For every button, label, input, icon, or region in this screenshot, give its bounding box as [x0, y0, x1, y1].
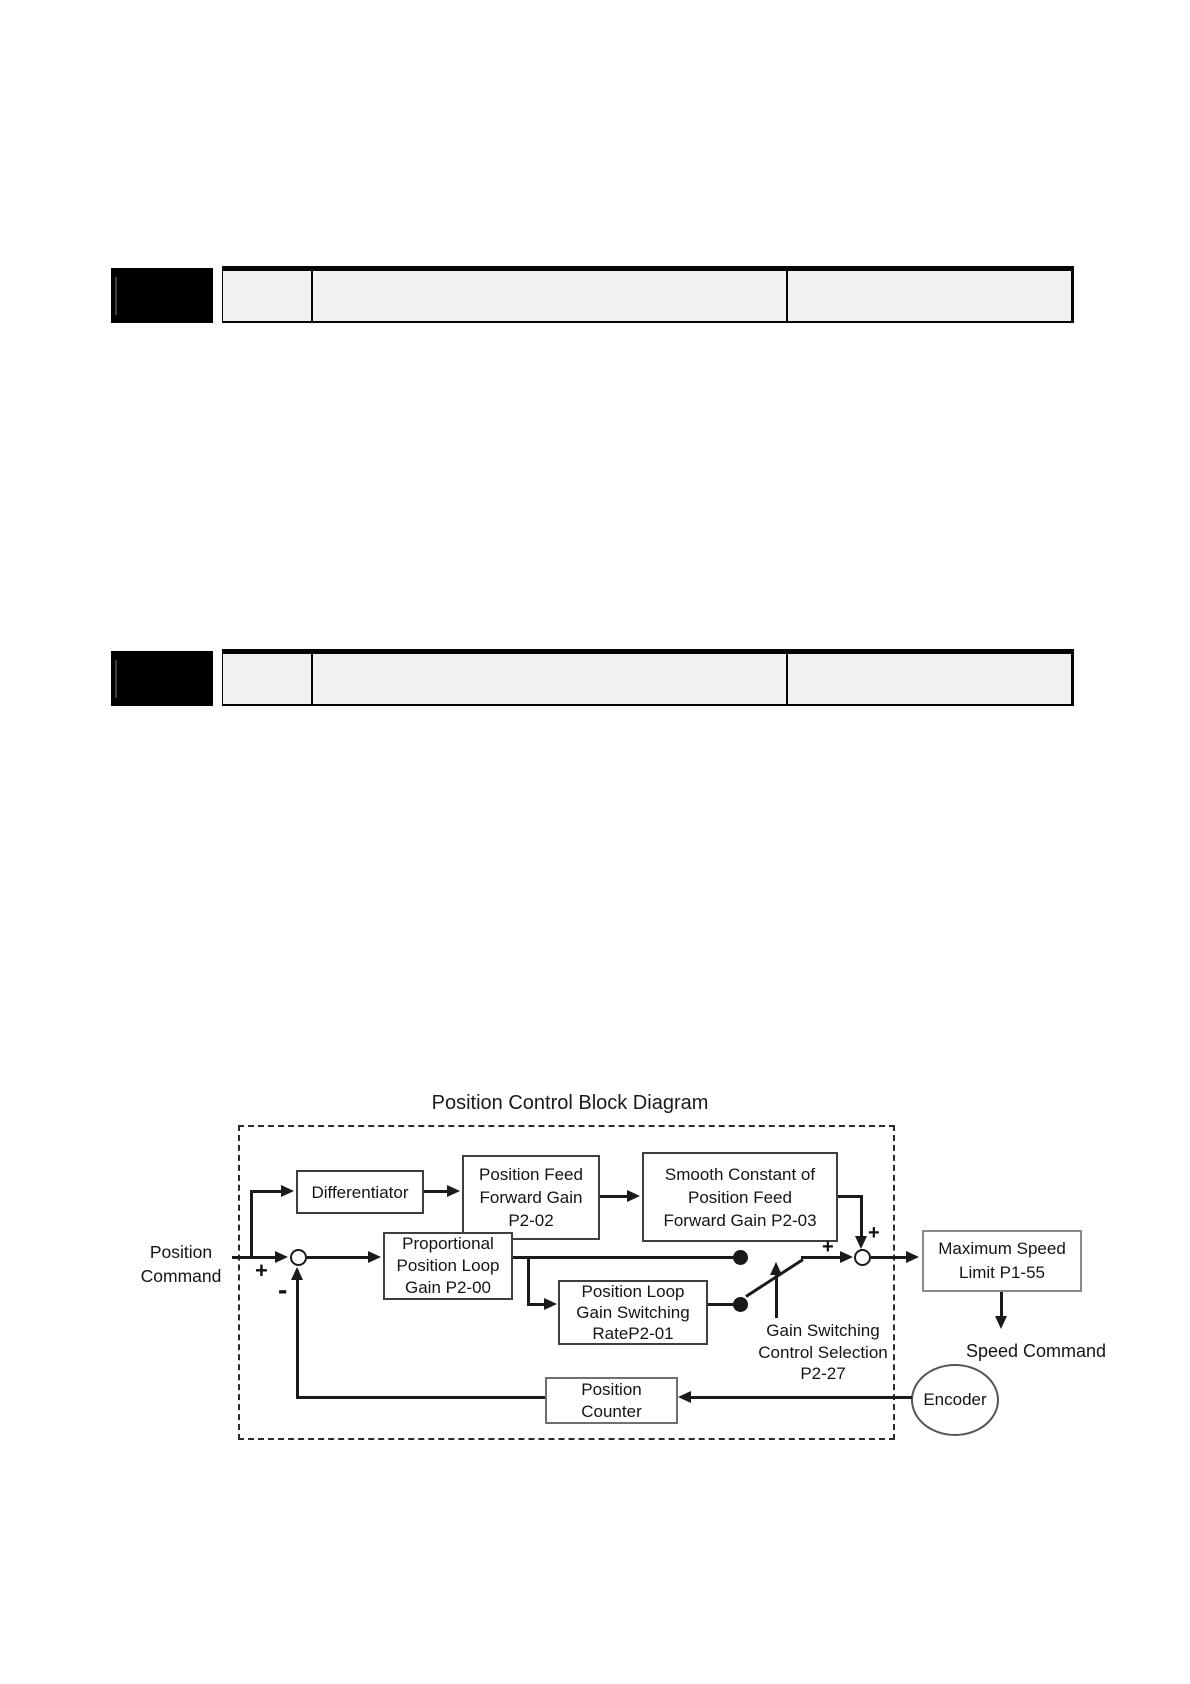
arrowhead-switch-control — [770, 1262, 782, 1275]
table-cell — [788, 654, 1072, 704]
arrowhead-into-junction2-top — [855, 1236, 867, 1249]
parameter-table-1 — [222, 266, 1074, 323]
block-text: Position Loop — [396, 1256, 500, 1275]
label-position-command: Position Command — [128, 1240, 234, 1288]
summing-junction-1 — [290, 1249, 307, 1266]
arrowhead-into-smooth-constant — [627, 1190, 640, 1202]
arrowhead-into-pff-gain — [447, 1185, 460, 1197]
label-speed-command: Speed Command — [965, 1341, 1107, 1361]
block-differentiator: Differentiator — [296, 1170, 424, 1214]
block-text: RateP2-01 — [592, 1324, 674, 1343]
arrowhead-speed-command — [995, 1316, 1007, 1329]
plus-sign-input: + — [255, 1258, 268, 1283]
switch-contact-dot-upper — [733, 1250, 748, 1265]
redaction-artifact — [115, 660, 117, 698]
table-cell — [313, 271, 786, 321]
block-text: Smooth Constant of — [664, 1164, 816, 1184]
redacted-parameter-label-2 — [111, 651, 213, 706]
block-text: Position Feed — [479, 1165, 583, 1184]
redacted-parameter-label-1 — [111, 268, 213, 323]
switch-contact-dot-lower — [733, 1297, 748, 1312]
line-j2-to-maxspeed — [871, 1256, 909, 1259]
block-text: Position Feed — [688, 1187, 792, 1207]
feedback-riser-line — [296, 1270, 299, 1399]
block-text: Limit P1-55 — [959, 1263, 1045, 1282]
block-text: P2-02 — [508, 1211, 554, 1230]
redaction-artifact — [115, 277, 117, 315]
branch-down-line — [527, 1258, 530, 1305]
plus-sign-feedforward: + — [868, 1222, 880, 1244]
block-text: Gain P2-00 — [405, 1278, 491, 1297]
position-command-line — [232, 1256, 278, 1259]
table-divider — [786, 271, 788, 321]
block-text: Proportional — [402, 1234, 494, 1253]
label-text: P2-27 — [800, 1364, 846, 1383]
line-diff-to-pff — [424, 1190, 449, 1193]
arrowhead-into-rate-block — [544, 1298, 557, 1310]
block-proportional-position-loop-gain: Proportional Position Loop Gain P2-00 — [383, 1232, 513, 1300]
plus-sign-switch: + — [822, 1236, 834, 1258]
feedforward-line — [838, 1195, 863, 1198]
label-gain-switching-control-selection: Gain Switching Control Selection P2-27 — [740, 1320, 906, 1385]
encoder-feedback-line — [691, 1396, 912, 1399]
arrowhead-into-position-counter — [678, 1391, 691, 1403]
switch-control-line — [775, 1274, 778, 1318]
arrowhead-into-maxspeed — [906, 1251, 919, 1263]
arrowhead-into-junction1 — [275, 1251, 288, 1263]
block-position-counter: Position Counter — [545, 1377, 678, 1424]
label-text: Control Selection — [758, 1342, 888, 1362]
rate-output-line — [708, 1303, 741, 1306]
line-pff-to-smooth — [600, 1195, 629, 1198]
table-divider — [311, 271, 313, 321]
arrowhead-into-junction2 — [840, 1251, 853, 1263]
block-position-feed-forward-gain: Position Feed Forward Gain P2-02 — [462, 1155, 600, 1240]
block-encoder: Encoder — [911, 1364, 999, 1436]
feedback-return-line — [297, 1396, 545, 1399]
block-text: Maximum Speed — [938, 1239, 1066, 1258]
label-text: Gain Switching — [766, 1321, 880, 1340]
branch-riser-line — [250, 1190, 253, 1259]
table-cell — [223, 654, 311, 704]
arrowhead-into-junction1-bottom — [291, 1267, 303, 1280]
diagram-title: Position Control Block Diagram — [431, 1092, 709, 1114]
block-text: Forward Gain P2-03 — [663, 1210, 817, 1230]
block-text: Counter — [581, 1401, 642, 1421]
minus-sign-feedback: - — [278, 1274, 288, 1305]
block-maximum-speed-limit: Maximum Speed Limit P1-55 — [922, 1230, 1082, 1292]
line-switch-to-junction2 — [801, 1256, 846, 1259]
arrowhead-into-proportional — [368, 1251, 381, 1263]
block-position-loop-gain-switching-rate: Position Loop Gain Switching RateP2-01 — [558, 1280, 708, 1345]
label-text: Command — [140, 1266, 222, 1286]
table-cell — [223, 271, 311, 321]
table-divider — [786, 654, 788, 704]
table-cell — [313, 654, 786, 704]
summing-junction-2 — [854, 1249, 871, 1266]
line-to-differentiator — [250, 1190, 283, 1193]
branch-horizontal-line — [527, 1303, 546, 1306]
block-text: Forward Gain — [479, 1188, 583, 1207]
arrowhead-into-differentiator — [281, 1185, 294, 1197]
table-cell — [788, 271, 1072, 321]
feedforward-drop-line — [860, 1195, 863, 1240]
block-text: Gain Switching — [576, 1303, 690, 1322]
block-text: Differentiator — [311, 1182, 409, 1202]
block-smooth-constant: Smooth Constant of Position Feed Forward… — [642, 1152, 838, 1242]
label-text: Position — [149, 1242, 213, 1262]
block-text: Encoder — [923, 1390, 987, 1409]
line-j1-to-proportional — [307, 1256, 371, 1259]
block-text: Position Loop — [581, 1282, 685, 1301]
parameter-table-2 — [222, 649, 1074, 706]
control-loop-dashed-boundary — [238, 1125, 895, 1440]
block-text: Position — [581, 1379, 642, 1399]
maxspeed-output-line — [1000, 1292, 1003, 1318]
table-divider — [311, 654, 313, 704]
proportional-output-line — [513, 1256, 741, 1259]
